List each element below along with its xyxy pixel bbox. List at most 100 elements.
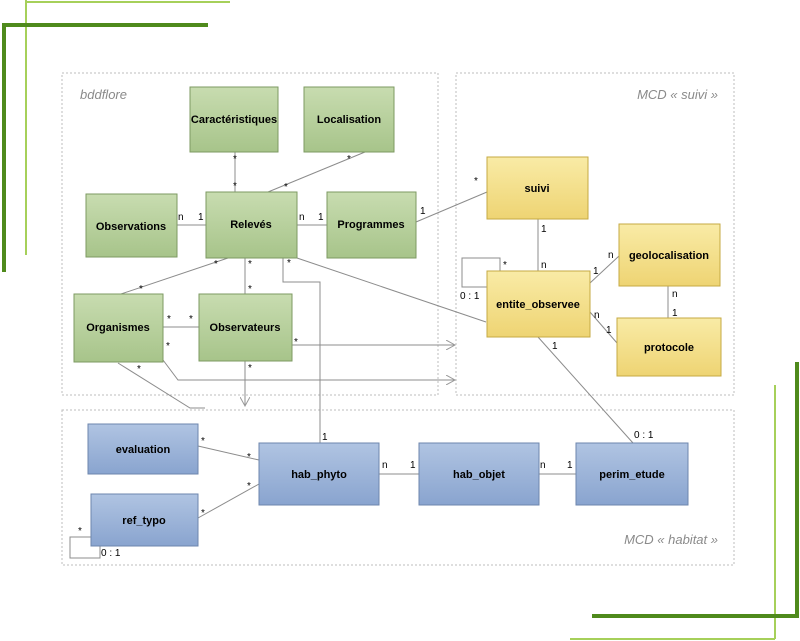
entity-label: suivi xyxy=(524,183,549,195)
cardinality: * xyxy=(287,258,291,269)
entity-ref-typo[interactable]: ref_typo xyxy=(90,493,199,547)
cardinality: * xyxy=(248,363,252,374)
cardinality: 1 xyxy=(420,206,426,217)
cardinality: 1 xyxy=(672,308,678,319)
link-evaluation-habphyto xyxy=(197,445,260,461)
cardinality: * xyxy=(248,284,252,295)
entity-label: protocole xyxy=(644,342,694,354)
cardinality: n xyxy=(178,212,184,223)
cardinality: n xyxy=(594,310,600,321)
cardinality: 1 xyxy=(541,224,547,235)
corner-decoration-top-left xyxy=(2,0,230,272)
entity-geolocalisation[interactable]: geolocalisation xyxy=(618,223,721,287)
link-organismes-habitat xyxy=(117,362,205,409)
link-releves-organismes xyxy=(117,257,229,296)
cardinality: * xyxy=(214,259,218,270)
cardinality: * xyxy=(167,314,171,325)
cardinality: * xyxy=(201,436,205,447)
cardinality: * xyxy=(201,508,205,519)
cardinality: 0 : 1 xyxy=(101,548,121,559)
cardinality: 0 : 1 xyxy=(634,430,654,441)
cardinality: * xyxy=(233,154,237,165)
cardinality: * xyxy=(474,176,478,187)
entity-hab-objet[interactable]: hab_objet xyxy=(418,442,540,506)
entity-label: Localisation xyxy=(317,114,381,126)
group-habitat xyxy=(61,409,735,566)
cardinality: * xyxy=(137,364,141,375)
link-organismes-suivi xyxy=(162,359,455,380)
cardinality: 1 xyxy=(322,432,328,443)
entity-organismes[interactable]: Organismes xyxy=(73,293,164,363)
cardinality: * xyxy=(247,481,251,492)
cardinality: 0 : 1 xyxy=(460,291,480,302)
cardinality: n xyxy=(540,460,546,471)
cardinality: * xyxy=(166,341,170,352)
cardinality-labels: * * * * n 1 n 1 * * * * * 1 * * 1 * 1 n … xyxy=(78,154,678,559)
link-reftypo-habphyto xyxy=(197,483,260,519)
entity-label: Organismes xyxy=(86,322,150,334)
cardinality: n xyxy=(382,460,388,471)
cardinality: 1 xyxy=(552,341,558,352)
entity-label: perim_etude xyxy=(599,469,664,481)
cardinality: 1 xyxy=(606,325,612,336)
cardinality: * xyxy=(189,314,193,325)
link-entite-geolocalisation xyxy=(589,255,620,284)
group-title-bddflore: bddflore xyxy=(80,87,127,102)
link-entite-self xyxy=(461,257,501,288)
entity-hab-phyto[interactable]: hab_phyto xyxy=(258,442,380,506)
cardinality: * xyxy=(347,154,351,165)
entity-protocole[interactable]: protocole xyxy=(616,317,722,377)
entity-label: Relevés xyxy=(230,219,272,231)
link-programmes-suivi xyxy=(415,191,488,223)
cardinality: * xyxy=(78,526,82,537)
group-title-habitat: MCD « habitat » xyxy=(624,532,718,547)
link-localisation-releves xyxy=(267,151,366,193)
entity-label: ref_typo xyxy=(122,515,166,527)
entity-observations[interactable]: Observations xyxy=(85,193,178,258)
group-title-suivi: MCD « suivi » xyxy=(637,87,718,102)
cardinality: 1 xyxy=(593,266,599,277)
entity-suivi[interactable]: suivi xyxy=(486,156,589,220)
entity-programmes[interactable]: Programmes xyxy=(326,191,417,259)
cardinality: 1 xyxy=(410,460,416,471)
entity-localisation[interactable]: Localisation xyxy=(303,86,395,153)
cardinality: n xyxy=(541,260,547,271)
cardinality: 1 xyxy=(567,460,573,471)
cardinality: * xyxy=(503,260,507,271)
entity-label: hab_objet xyxy=(453,469,505,481)
cardinality: * xyxy=(294,337,298,348)
entity-label: Caractéristiques xyxy=(191,114,277,126)
entity-evaluation[interactable]: evaluation xyxy=(87,423,199,475)
cardinality: n xyxy=(672,289,678,300)
link-entite-protocole xyxy=(589,311,618,344)
link-reftypo-self xyxy=(69,536,101,559)
entity-label: evaluation xyxy=(116,444,171,456)
entity-perim-etude[interactable]: perim_etude xyxy=(575,442,689,506)
entity-label: Observations xyxy=(96,221,166,233)
entity-label: hab_phyto xyxy=(291,469,347,481)
entity-label: geolocalisation xyxy=(629,250,709,262)
relationship-lines xyxy=(69,151,669,559)
link-releves-entite xyxy=(296,257,487,323)
entity-label: entite_observee xyxy=(496,299,580,311)
cardinality: * xyxy=(139,284,143,295)
entity-releves[interactable]: Relevés xyxy=(205,191,298,259)
cardinality: * xyxy=(248,259,252,270)
link-releves-habphyto xyxy=(282,258,321,443)
group-bddflore xyxy=(61,72,439,396)
corner-decoration-bottom-right xyxy=(570,362,799,640)
entity-label: Observateurs xyxy=(210,322,281,334)
entity-label: Programmes xyxy=(337,219,404,231)
cardinality: * xyxy=(247,452,251,463)
entity-observateurs[interactable]: Observateurs xyxy=(198,293,293,362)
entity-caracteristiques[interactable]: Caractéristiques xyxy=(189,86,279,153)
cardinality: n xyxy=(299,212,305,223)
cardinality: 1 xyxy=(198,212,204,223)
cardinality: 1 xyxy=(318,212,324,223)
cardinality: * xyxy=(233,181,237,192)
link-entite-perimetude xyxy=(537,336,634,444)
entity-entite-observee[interactable]: entite_observee xyxy=(486,270,591,338)
cardinality: n xyxy=(608,250,614,261)
cardinality: * xyxy=(284,182,288,193)
